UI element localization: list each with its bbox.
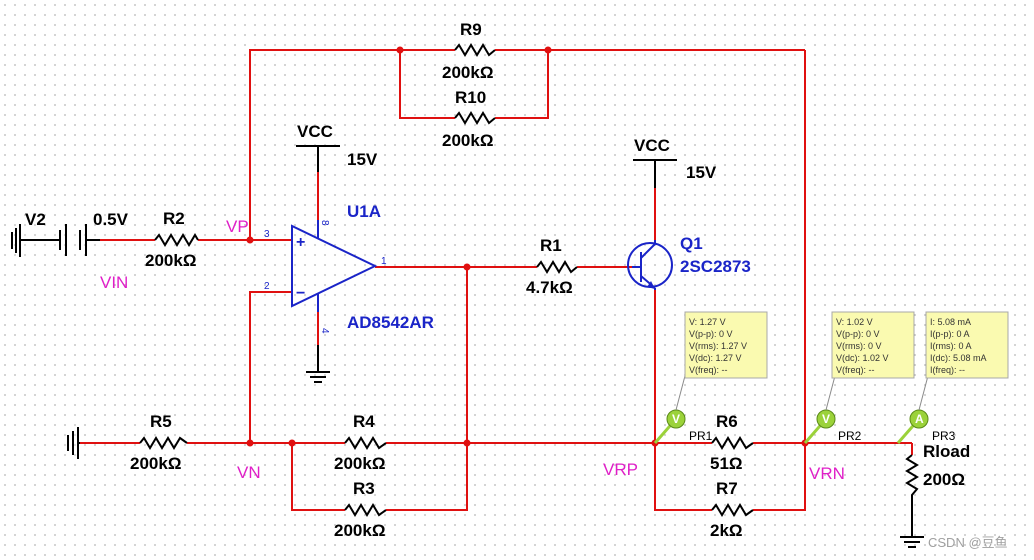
resistor-r4[interactable] — [344, 436, 387, 450]
r6-value: 51Ω — [710, 454, 743, 473]
probe-pr3-box — [925, 311, 1009, 379]
resistor-r9[interactable] — [454, 43, 496, 57]
probe-pr3-name: PR3 — [932, 429, 956, 443]
probe-pr1-line: V(p-p): 0 V — [689, 329, 733, 339]
r2-ref: R2 — [163, 209, 185, 228]
probe-pr2-line: V(rms): 0 V — [836, 341, 882, 351]
r5-value: 200kΩ — [130, 454, 181, 473]
r9-ref: R9 — [460, 20, 482, 39]
r3-ref: R3 — [353, 479, 375, 498]
net-label-vrp: VRP — [603, 460, 638, 479]
probe-pr3-line: I(freq): -- — [930, 365, 965, 375]
q1-ref: Q1 — [680, 234, 703, 253]
resistor-r3[interactable] — [344, 503, 387, 517]
r5-ref: R5 — [150, 412, 172, 431]
vcc-opamp-value: 15V — [347, 150, 378, 169]
resistor-rload[interactable] — [905, 454, 919, 510]
probe-pr3-letter: A — [915, 412, 924, 426]
watermark: CSDN @豆鱼 — [928, 535, 1008, 550]
ground-r5 — [67, 427, 80, 459]
probe-pr2-line: V(p-p): 0 V — [836, 329, 880, 339]
resistor-r10[interactable] — [454, 111, 496, 125]
wires — [80, 49, 913, 511]
ground-opamp — [306, 345, 330, 383]
net-label-vrn: VRN — [809, 464, 845, 483]
r1-ref: R1 — [540, 236, 562, 255]
r7-value: 2kΩ — [710, 521, 743, 540]
resistor-r2[interactable] — [154, 233, 199, 247]
probe-pr3-line: I: 5.08 mA — [930, 317, 971, 327]
opamp-pin4: 4 — [319, 328, 330, 334]
probe-pr1-box — [684, 311, 768, 379]
transistor-q1[interactable] — [627, 240, 673, 290]
resistor-r7[interactable] — [711, 503, 754, 517]
vcc-opamp-label: VCC — [297, 122, 333, 141]
probe-pr2-line: V: 1.02 V — [836, 317, 873, 327]
probe-pr3-line: I(rms): 0 A — [930, 341, 972, 351]
q1-part: 2SC2873 — [680, 257, 751, 276]
opamp-ref: U1A — [347, 202, 381, 221]
rload-value: 200Ω — [923, 470, 965, 489]
r2-value: 200kΩ — [145, 251, 196, 270]
net-label-vn: VN — [237, 463, 261, 482]
probe-pr2-line: V(freq): -- — [836, 365, 875, 375]
probe-pr1-line: V(freq): -- — [689, 365, 728, 375]
r7-ref: R7 — [716, 479, 738, 498]
probe-pr3-line: I(p-p): 0 A — [930, 329, 970, 339]
resistor-r5[interactable] — [139, 436, 188, 450]
probe-pr2-box — [831, 311, 915, 379]
vcc-transistor-label: VCC — [634, 136, 670, 155]
vcc-opamp — [296, 145, 340, 172]
opamp-part: AD8542AR — [347, 313, 434, 332]
probe-pr3-line: I(dc): 5.08 mA — [930, 353, 987, 363]
opamp-pin3: 3 — [264, 229, 270, 240]
resistor-r6[interactable] — [711, 436, 754, 450]
probe-pr1-line: V(rms): 1.27 V — [689, 341, 747, 351]
opamp-u1a[interactable] — [291, 220, 378, 312]
r4-ref: R4 — [353, 412, 375, 431]
vcc-transistor-value: 15V — [686, 163, 717, 182]
r1-value: 4.7kΩ — [526, 278, 573, 297]
r4-value: 200kΩ — [334, 454, 385, 473]
opamp-pin1: 1 — [381, 256, 387, 267]
opamp-plus-sign: + — [296, 234, 305, 251]
probe-pr1[interactable]: V V: 1.27 V V(p-p): 0 V V(rms): 1.27 V V… — [653, 311, 768, 444]
r10-value: 200kΩ — [442, 131, 493, 150]
opamp-pin2: 2 — [264, 281, 270, 292]
vcc-transistor — [633, 159, 677, 188]
probe-pr1-letter: V — [672, 412, 680, 426]
resistor-r1[interactable] — [536, 260, 578, 274]
r10-ref: R10 — [455, 88, 486, 107]
r3-value: 200kΩ — [334, 521, 385, 540]
net-label-vin: VIN — [100, 273, 128, 292]
r9-value: 200kΩ — [442, 63, 493, 82]
v2-value: 0.5V — [93, 210, 129, 229]
probe-pr2-letter: V — [822, 412, 830, 426]
probe-pr2-line: V(dc): 1.02 V — [836, 353, 889, 363]
probe-pr1-name: PR1 — [689, 429, 713, 443]
probe-pr2[interactable]: V V: 1.02 V V(p-p): 0 V V(rms): 0 V V(dc… — [803, 311, 915, 444]
probe-pr2-name: PR2 — [838, 429, 862, 443]
v2-ref: V2 — [25, 210, 46, 229]
ground-rload — [900, 510, 924, 548]
opamp-pin8: 8 — [319, 220, 330, 226]
opamp-minus-sign: − — [296, 285, 305, 302]
r6-ref: R6 — [716, 412, 738, 431]
battery-v2[interactable] — [11, 224, 100, 257]
probe-pr1-line: V(dc): 1.27 V — [689, 353, 742, 363]
rload-ref: Rload — [923, 442, 970, 461]
probe-pr1-line: V: 1.27 V — [689, 317, 726, 327]
probe-pr3[interactable]: A I: 5.08 mA I(p-p): 0 A I(rms): 0 A I(d… — [896, 311, 1009, 444]
net-label-vp: VP — [226, 217, 249, 236]
